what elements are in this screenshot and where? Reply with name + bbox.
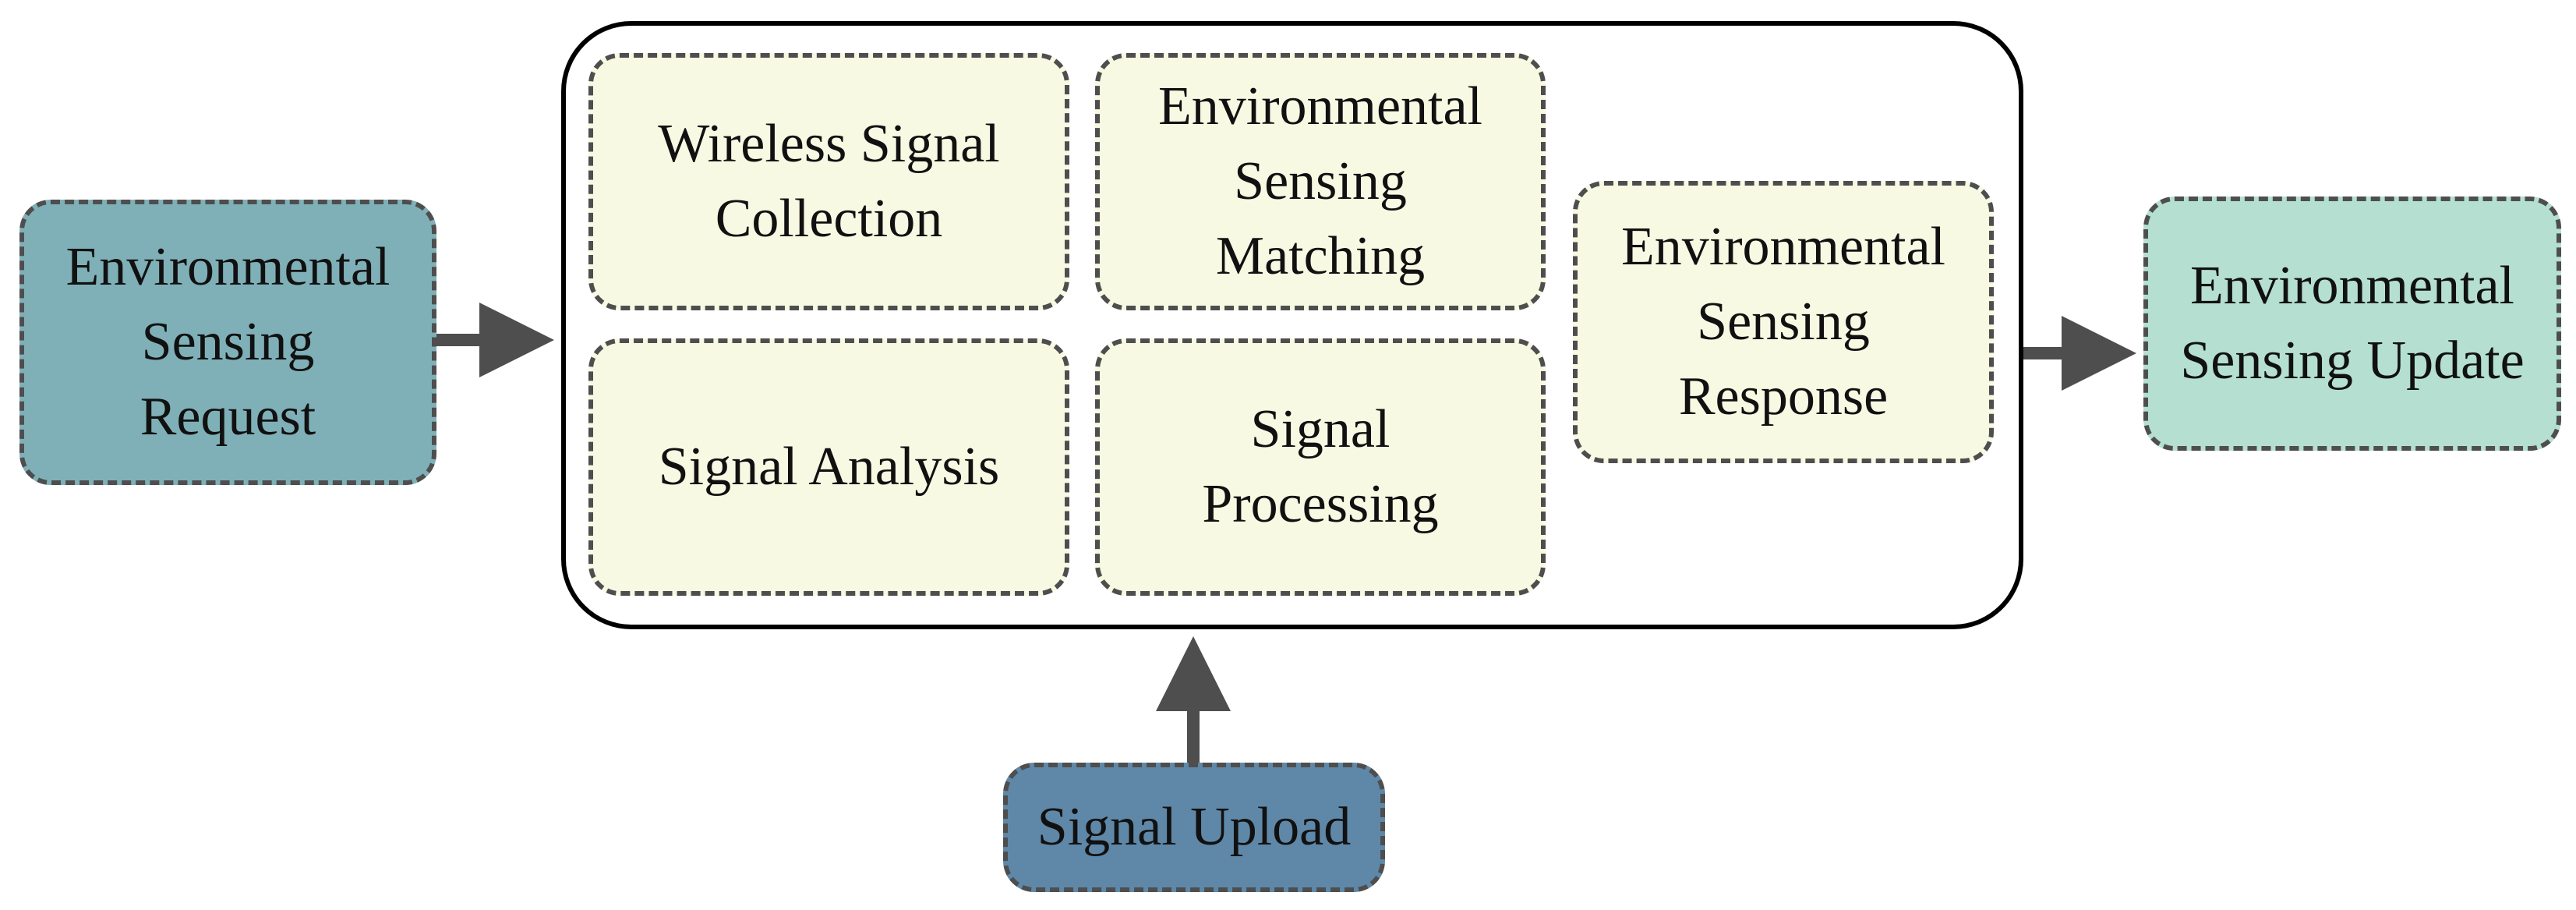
node-label: Environmental Sensing Request [65,230,390,455]
node-label-line: Matching [1215,226,1426,286]
node-label: Signal Processing [1202,392,1438,542]
node-environmental-sensing-update: Environmental Sensing Update [2143,197,2561,451]
node-label-line: Collection [715,189,943,249]
node-label: Environmental Sensing Matching [1158,69,1482,294]
node-label: Signal Upload [1037,790,1351,865]
node-label-line: Environmental [2189,256,2514,316]
node-environmental-sensing-matching: Environmental Sensing Matching [1095,53,1546,310]
node-wireless-signal-collection: Wireless Signal Collection [588,53,1069,310]
node-signal-analysis: Signal Analysis [588,338,1069,596]
node-environmental-sensing-response: Environmental Sensing Response [1573,181,1994,463]
node-label-line: Sensing [141,312,315,372]
node-label-line: Processing [1202,474,1439,534]
node-label-line: Sensing [1234,151,1407,211]
node-signal-processing: Signal Processing [1095,338,1546,596]
node-label-line: Signal Upload [1037,797,1352,857]
node-label-line: Signal Analysis [658,437,1000,497]
node-label: Environmental Sensing Update [2180,249,2524,398]
node-environmental-sensing-request: Environmental Sensing Request [19,200,436,485]
node-label: Wireless Signal Collection [658,107,1000,257]
node-label: Environmental Sensing Response [1621,210,1945,434]
node-label: Signal Analysis [659,430,1000,505]
node-label-line: Signal [1250,399,1390,459]
node-label-line: Response [1678,366,1889,427]
node-label-line: Sensing Update [2180,331,2525,391]
node-label-line: Environmental [65,237,390,297]
node-label-line: Environmental [1620,217,1945,277]
node-label-line: Wireless Signal [658,114,1000,174]
node-signal-upload: Signal Upload [1003,763,1385,892]
node-label-line: Sensing [1697,292,1870,352]
node-label-line: Environmental [1157,76,1482,136]
node-label-line: Request [140,387,316,447]
